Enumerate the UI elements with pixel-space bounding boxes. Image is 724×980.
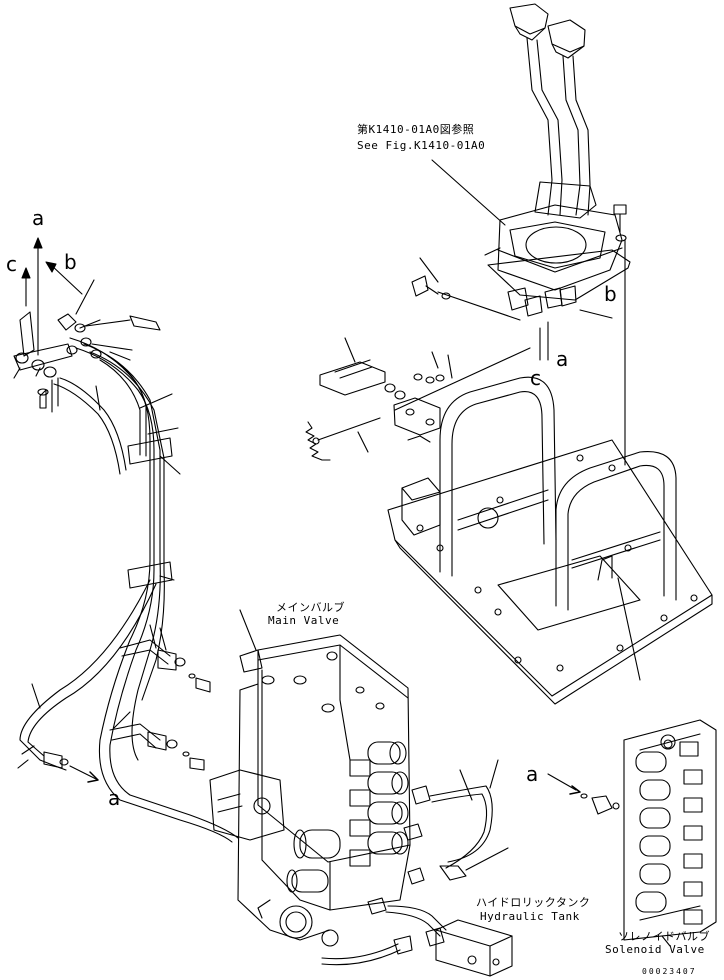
hydraulic-tank-label-jp: ハイドロリックタンク xyxy=(476,896,591,909)
drawing-number: 00023407 xyxy=(642,967,697,976)
arrow-label-a-right: a xyxy=(556,347,569,371)
arrow-label-a-solenoid: a xyxy=(526,762,539,786)
main-valve xyxy=(210,610,508,946)
arrow-label-b-right: b xyxy=(604,282,618,306)
hydraulic-tank-block xyxy=(322,920,512,976)
main-valve-label-jp: メインバルブ xyxy=(276,601,345,614)
main-valve-label-en: Main Valve xyxy=(268,614,340,627)
solenoid-valve xyxy=(548,720,716,946)
arrow-label-b-left: b xyxy=(64,250,78,274)
solenoid-valve-label-jp: ソレノイドバルブ xyxy=(618,930,710,943)
control-levers xyxy=(412,4,630,465)
arrow-label-c-left: c xyxy=(6,252,18,276)
reference-label-jp: 第K1410-01A0図参照 xyxy=(357,123,475,136)
arrow-label-a-left: a xyxy=(32,206,45,230)
hydraulic-tank-label-en: Hydraulic Tank xyxy=(480,910,580,923)
arrow-label-c-right: c xyxy=(530,366,542,390)
hose-bundle xyxy=(14,238,238,842)
reference-label-en: See Fig.K1410-01A0 xyxy=(357,139,486,152)
solenoid-valve-label-en: Solenoid Valve xyxy=(605,943,705,956)
arrow-label-a-bottom: a xyxy=(108,786,121,810)
bracket-parts xyxy=(306,338,530,460)
floor-plate xyxy=(388,377,712,704)
